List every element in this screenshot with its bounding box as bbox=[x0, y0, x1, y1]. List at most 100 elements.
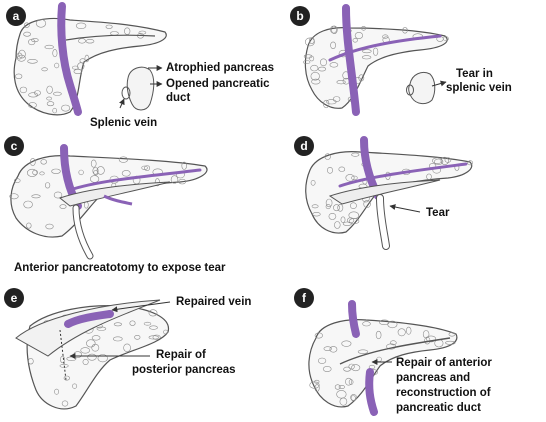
lobule-texture bbox=[326, 167, 333, 174]
lobule-texture bbox=[181, 161, 187, 170]
lobule-texture bbox=[152, 334, 161, 340]
lobule-texture bbox=[46, 101, 55, 107]
lobule-texture bbox=[332, 96, 341, 102]
lobule-texture bbox=[138, 30, 147, 35]
lobule-texture bbox=[46, 96, 52, 101]
panel-f-letter: f bbox=[302, 291, 307, 305]
lobule-texture bbox=[311, 204, 319, 209]
lobule-texture bbox=[51, 168, 61, 174]
lobule-texture bbox=[363, 200, 371, 208]
lobule-texture bbox=[389, 340, 397, 346]
lobule-texture bbox=[397, 328, 406, 337]
lobule-texture bbox=[318, 357, 327, 364]
lobule-texture bbox=[53, 191, 63, 199]
lobule-texture bbox=[325, 198, 333, 208]
lobule-texture bbox=[422, 330, 430, 339]
panel-d-letter: d bbox=[300, 139, 307, 153]
label-opened-duct-2: duct bbox=[166, 92, 190, 104]
lobule-texture bbox=[39, 171, 45, 176]
lobule-texture bbox=[340, 216, 346, 223]
lobule-texture bbox=[44, 44, 54, 50]
lobule-texture bbox=[351, 152, 360, 157]
vein-cross-section-a bbox=[121, 86, 131, 100]
lobule-texture bbox=[362, 321, 371, 327]
lobule-texture bbox=[53, 91, 62, 96]
lobule-texture bbox=[52, 107, 58, 114]
lobule-texture bbox=[14, 178, 21, 183]
lobule-texture bbox=[32, 169, 38, 176]
lobule-texture bbox=[121, 170, 131, 177]
opened-duct-a bbox=[65, 34, 156, 41]
lobule-texture bbox=[432, 157, 443, 164]
lobule-texture bbox=[96, 326, 107, 331]
label-repair-anterior-2: pancreas and bbox=[396, 372, 470, 384]
panel-d: d Tear bbox=[294, 136, 474, 250]
lobule-texture bbox=[31, 194, 41, 199]
splenic-vein-b bbox=[342, 4, 360, 116]
panel-b-letter: b bbox=[296, 9, 303, 23]
cross-section-b bbox=[408, 71, 436, 105]
panel-b-badge: b bbox=[290, 6, 310, 26]
lobule-texture bbox=[118, 156, 128, 163]
lobule-texture bbox=[23, 31, 31, 37]
portal-vein-f bbox=[348, 300, 360, 338]
lobule-texture bbox=[86, 339, 96, 348]
lobule-texture bbox=[426, 173, 432, 180]
lobule-texture bbox=[354, 31, 364, 39]
lobule-texture bbox=[78, 38, 86, 44]
lobule-texture bbox=[337, 204, 344, 212]
lobule-texture bbox=[349, 202, 357, 209]
lobule-texture bbox=[309, 37, 315, 44]
lobule-texture bbox=[373, 47, 379, 56]
panel-f: f Repair of anterior pancreas and recons… bbox=[294, 288, 492, 416]
label-tear-in-1: Tear in bbox=[456, 68, 493, 80]
lobule-texture bbox=[44, 182, 51, 189]
lobule-texture bbox=[440, 156, 449, 165]
pancreas-cross-section-a bbox=[126, 66, 155, 111]
panel-c: c Anterior pancreatotomy to expose tear bbox=[4, 136, 226, 274]
lobule-texture bbox=[309, 55, 315, 62]
lobule-texture bbox=[311, 78, 321, 85]
lobule-texture bbox=[72, 65, 79, 70]
label-splenic-vein: Splenic vein bbox=[90, 117, 157, 129]
lobule-texture bbox=[35, 19, 47, 28]
panel-a-badge: a bbox=[6, 6, 26, 26]
lobule-texture bbox=[338, 384, 345, 389]
lobule-texture bbox=[91, 335, 101, 341]
lobule-texture bbox=[52, 49, 58, 58]
retracted-pancreas-flap-e bbox=[15, 299, 161, 357]
label-repair-of-1: Repair of bbox=[156, 349, 206, 361]
smv-d-inner bbox=[377, 195, 389, 249]
lobule-texture bbox=[329, 346, 338, 353]
lobule-texture bbox=[329, 62, 339, 68]
lobule-texture bbox=[46, 85, 53, 94]
lobule-texture bbox=[60, 355, 65, 364]
lobule-texture bbox=[304, 37, 315, 47]
arrow-tear-b bbox=[431, 80, 447, 87]
lobule-texture bbox=[16, 52, 23, 60]
lobule-texture bbox=[73, 69, 83, 75]
lobule-texture bbox=[134, 334, 141, 340]
lobule-texture bbox=[310, 180, 316, 186]
arrow-tear-d bbox=[389, 204, 421, 213]
vein-cross-section-b bbox=[406, 84, 414, 96]
lobule-texture bbox=[92, 167, 99, 175]
lobule-texture bbox=[345, 174, 355, 182]
lobule-texture bbox=[333, 204, 340, 212]
suture-line-e bbox=[59, 329, 67, 381]
lobule-texture bbox=[402, 27, 408, 34]
opened-duct-d bbox=[338, 162, 468, 188]
lobule-texture bbox=[29, 158, 36, 166]
label-repair-of-2: posterior pancreas bbox=[132, 364, 236, 376]
lobule-texture bbox=[328, 212, 337, 220]
lobule-texture bbox=[334, 384, 341, 390]
repaired-vein-e bbox=[64, 310, 114, 328]
lobule-texture bbox=[351, 175, 358, 181]
lobule-texture bbox=[15, 73, 23, 80]
lobule-texture bbox=[406, 326, 412, 335]
reconstructed-duct-f bbox=[339, 337, 451, 365]
lobule-texture bbox=[467, 160, 474, 166]
opened-duct-c bbox=[68, 168, 202, 192]
lobule-texture bbox=[9, 193, 19, 200]
